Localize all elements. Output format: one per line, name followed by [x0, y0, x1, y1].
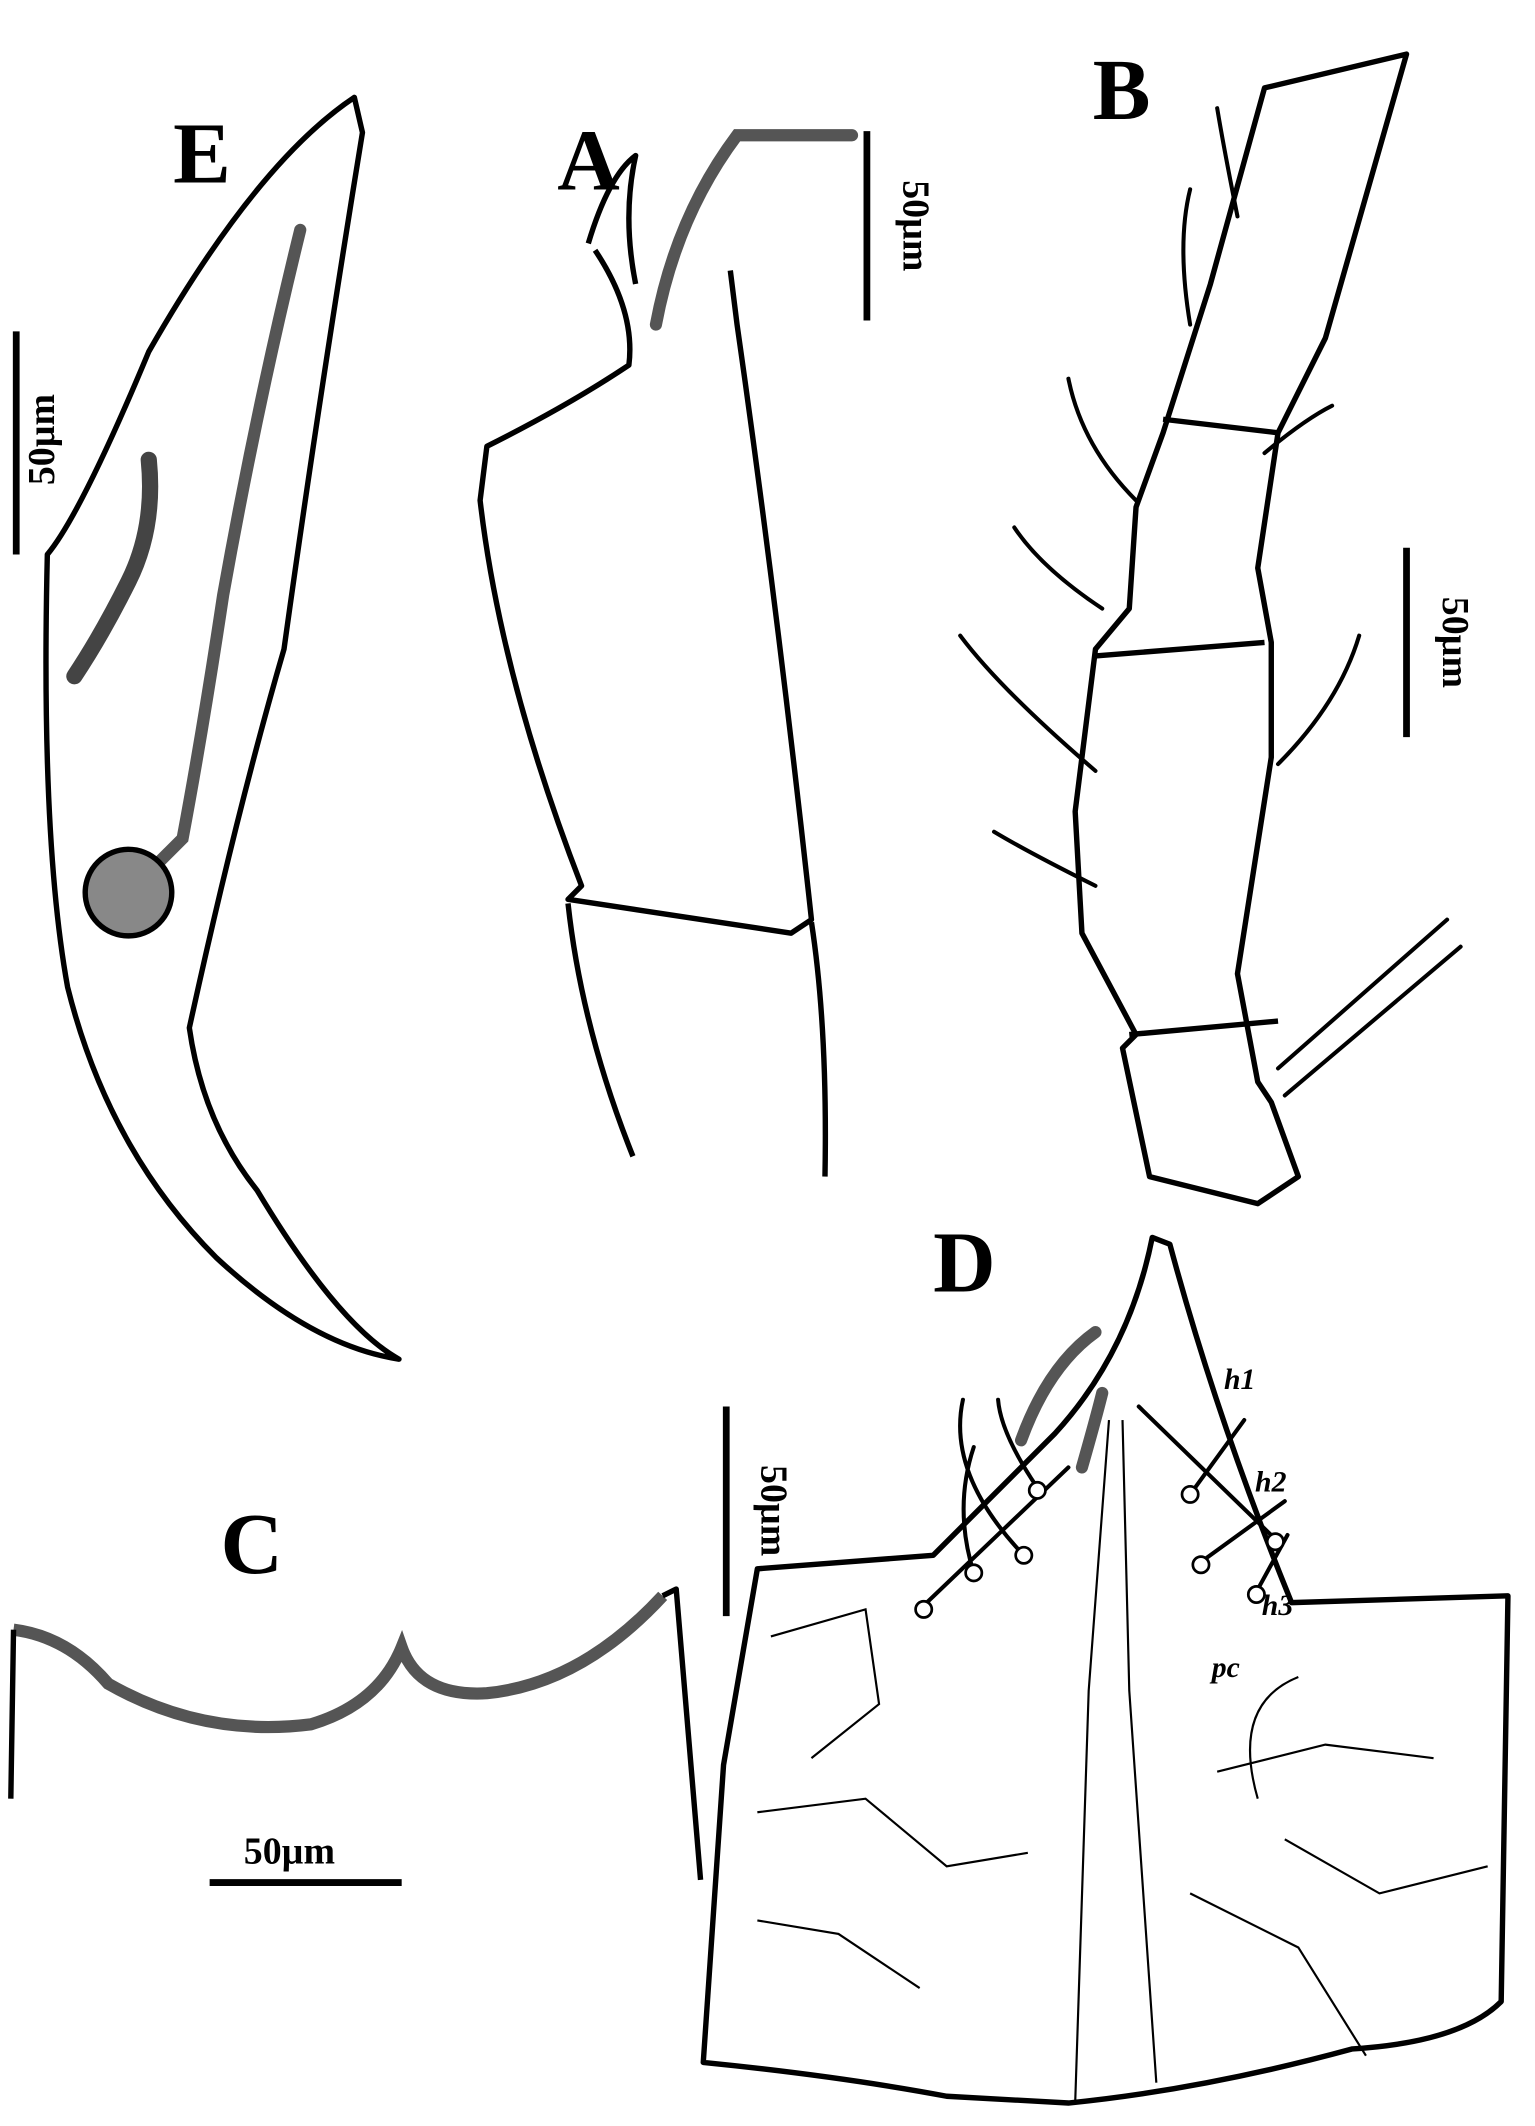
scale-bar-e-label: 50µm: [21, 394, 63, 485]
setae: [958, 106, 1463, 1098]
setae-d: [914, 1397, 1290, 1619]
panel-c: C 50µm: [8, 1496, 704, 1886]
panel-d-label: D: [933, 1215, 996, 1311]
scale-bar-c-label: 50µm: [244, 1831, 335, 1873]
bulb: [82, 846, 175, 939]
panel-b-label: B: [1093, 42, 1151, 138]
panel-a: A 50µm: [477, 112, 936, 1177]
claw: [585, 152, 639, 285]
scale-bar-a-label: 50µm: [894, 180, 936, 271]
region-label-pc: pc: [1209, 1651, 1240, 1684]
panel-a-label: A: [557, 112, 620, 208]
leg-stalk: [565, 903, 829, 1177]
seta-label-h1: h1: [1224, 1363, 1255, 1396]
anal-valves: [1014, 1326, 1109, 1474]
scale-bar-d-label: 50µm: [752, 1465, 794, 1556]
scale-bar-b-label: 50µm: [1434, 597, 1476, 688]
median-line: [1074, 1419, 1158, 2104]
panel-b: B 50µm: [958, 42, 1476, 1207]
panel-e-label: E: [173, 106, 231, 202]
chela-tip: [649, 129, 859, 331]
segment-joints: [1095, 416, 1279, 1038]
panel-e: E 50µm: [12, 94, 402, 1362]
seta-label-h2: h2: [1255, 1466, 1287, 1499]
plate-outline: [700, 1234, 1511, 2106]
duct: [129, 223, 307, 892]
striated-tube: [66, 451, 159, 685]
chelicera-outline: [43, 94, 402, 1362]
leg-segments-outline: [1072, 51, 1410, 1207]
cuticle-edge: [12, 1591, 668, 1734]
reticulation: [757, 1607, 1488, 2057]
panel-c-label: C: [220, 1496, 283, 1592]
palp-segment-outline: [477, 248, 815, 936]
cuticle-sides: [8, 1586, 704, 1881]
panel-d: D h1 h2 h3 pc 50µm: [700, 1215, 1511, 2106]
seta-label-h3: h3: [1262, 1589, 1294, 1622]
